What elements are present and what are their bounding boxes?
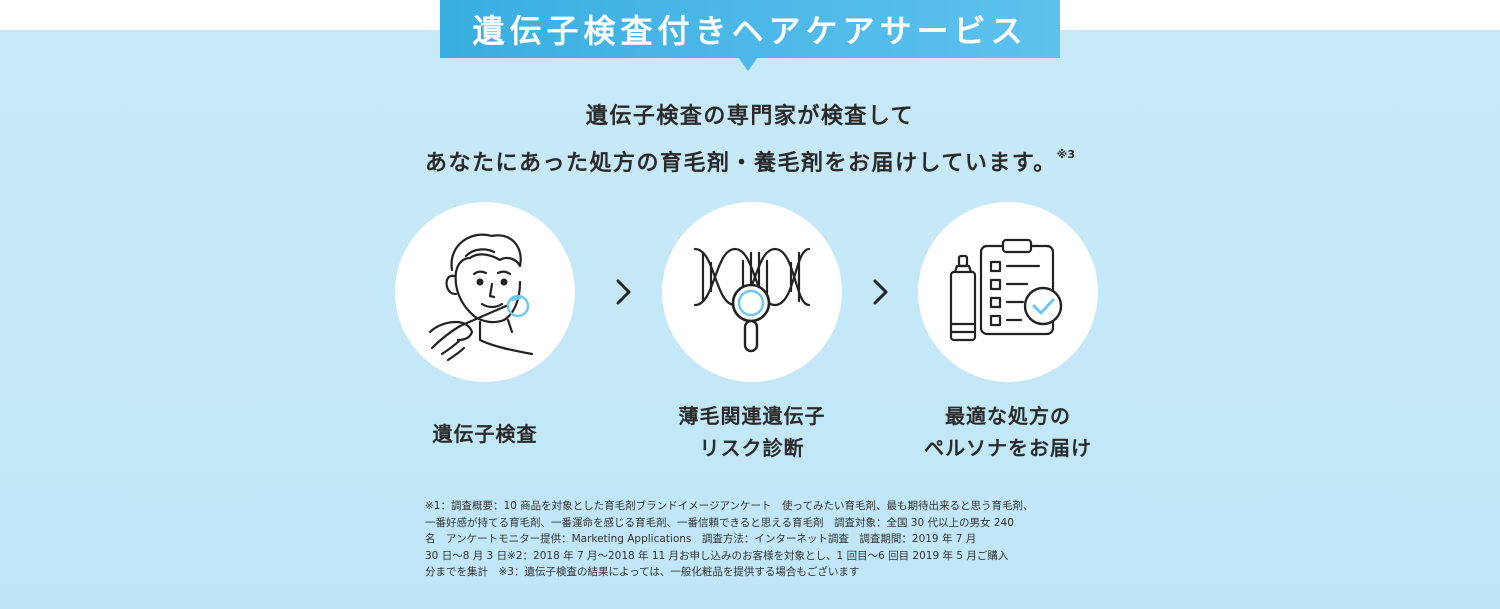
lead-line-1: 遺伝子検査の専門家が検査して [585,104,915,129]
step-circle-risk-diagnosis [662,202,842,382]
footnotes: ※1：調査概要：10 商品を対象とした育毛剤ブランドイメージアンケート 使ってみ… [425,498,1077,581]
chevron-right-icon [873,279,888,305]
step-circle-prescription [918,202,1098,382]
footnote-line: 一番好感が持てる育毛剤、一番運命を感じる育毛剤、一番信頼できると思える育毛剤 調… [425,516,1014,529]
step-label-line: 最適な処方の [945,404,1071,428]
service-banner-title: 遺伝子検査付きヘアケアサービス [440,0,1060,58]
checklist-bottle-icon [949,238,1063,342]
step-label-line: ペルソナをお届け [924,436,1092,460]
man-swab-icon [428,233,534,362]
step-label-risk-diagnosis: 薄毛関連遺伝子 リスク診断 [622,400,882,464]
footnote-line: 30 日～8 月 3 日※2：2018 年 7 月～2018 年 11 月お申し… [425,549,1009,562]
chevron-right-icon [616,279,631,305]
step-circle-gene-test [395,202,575,382]
step-label-prescription: 最適な処方の ペルソナをお届け [878,400,1138,464]
banner-pointer [738,57,758,71]
footnote-line: ※1：調査概要：10 商品を対象とした育毛剤ブランドイメージアンケート 使ってみ… [425,500,1034,512]
lead-line-2-text: あなたにあった処方の育毛剤・養毛剤をお届けしています。 [424,151,1057,176]
step-label-line: 遺伝子検査 [432,422,538,446]
lead-line-2: あなたにあった処方の育毛剤・養毛剤をお届けしています。※3 [300,136,1200,183]
footnote-line: 分までを集計 ※3：遺伝子検査の結果によっては、一般化粧品を提供する場合もござい… [425,566,860,578]
dna-magnifier-icon [693,247,811,353]
footnote-line: 名 アンケートモニター提供：Marketing Applications 調査方… [425,533,977,545]
lead-footnote-mark: ※3 [1056,148,1075,161]
step-label-gene-test: 遺伝子検査 [355,418,615,450]
lead-text: 遺伝子検査の専門家が検査して あなたにあった処方の育毛剤・養毛剤をお届けしていま… [300,98,1200,183]
step-label-line: 薄毛関連遺伝子 [678,404,826,428]
step-label-line: リスク診断 [699,436,805,460]
